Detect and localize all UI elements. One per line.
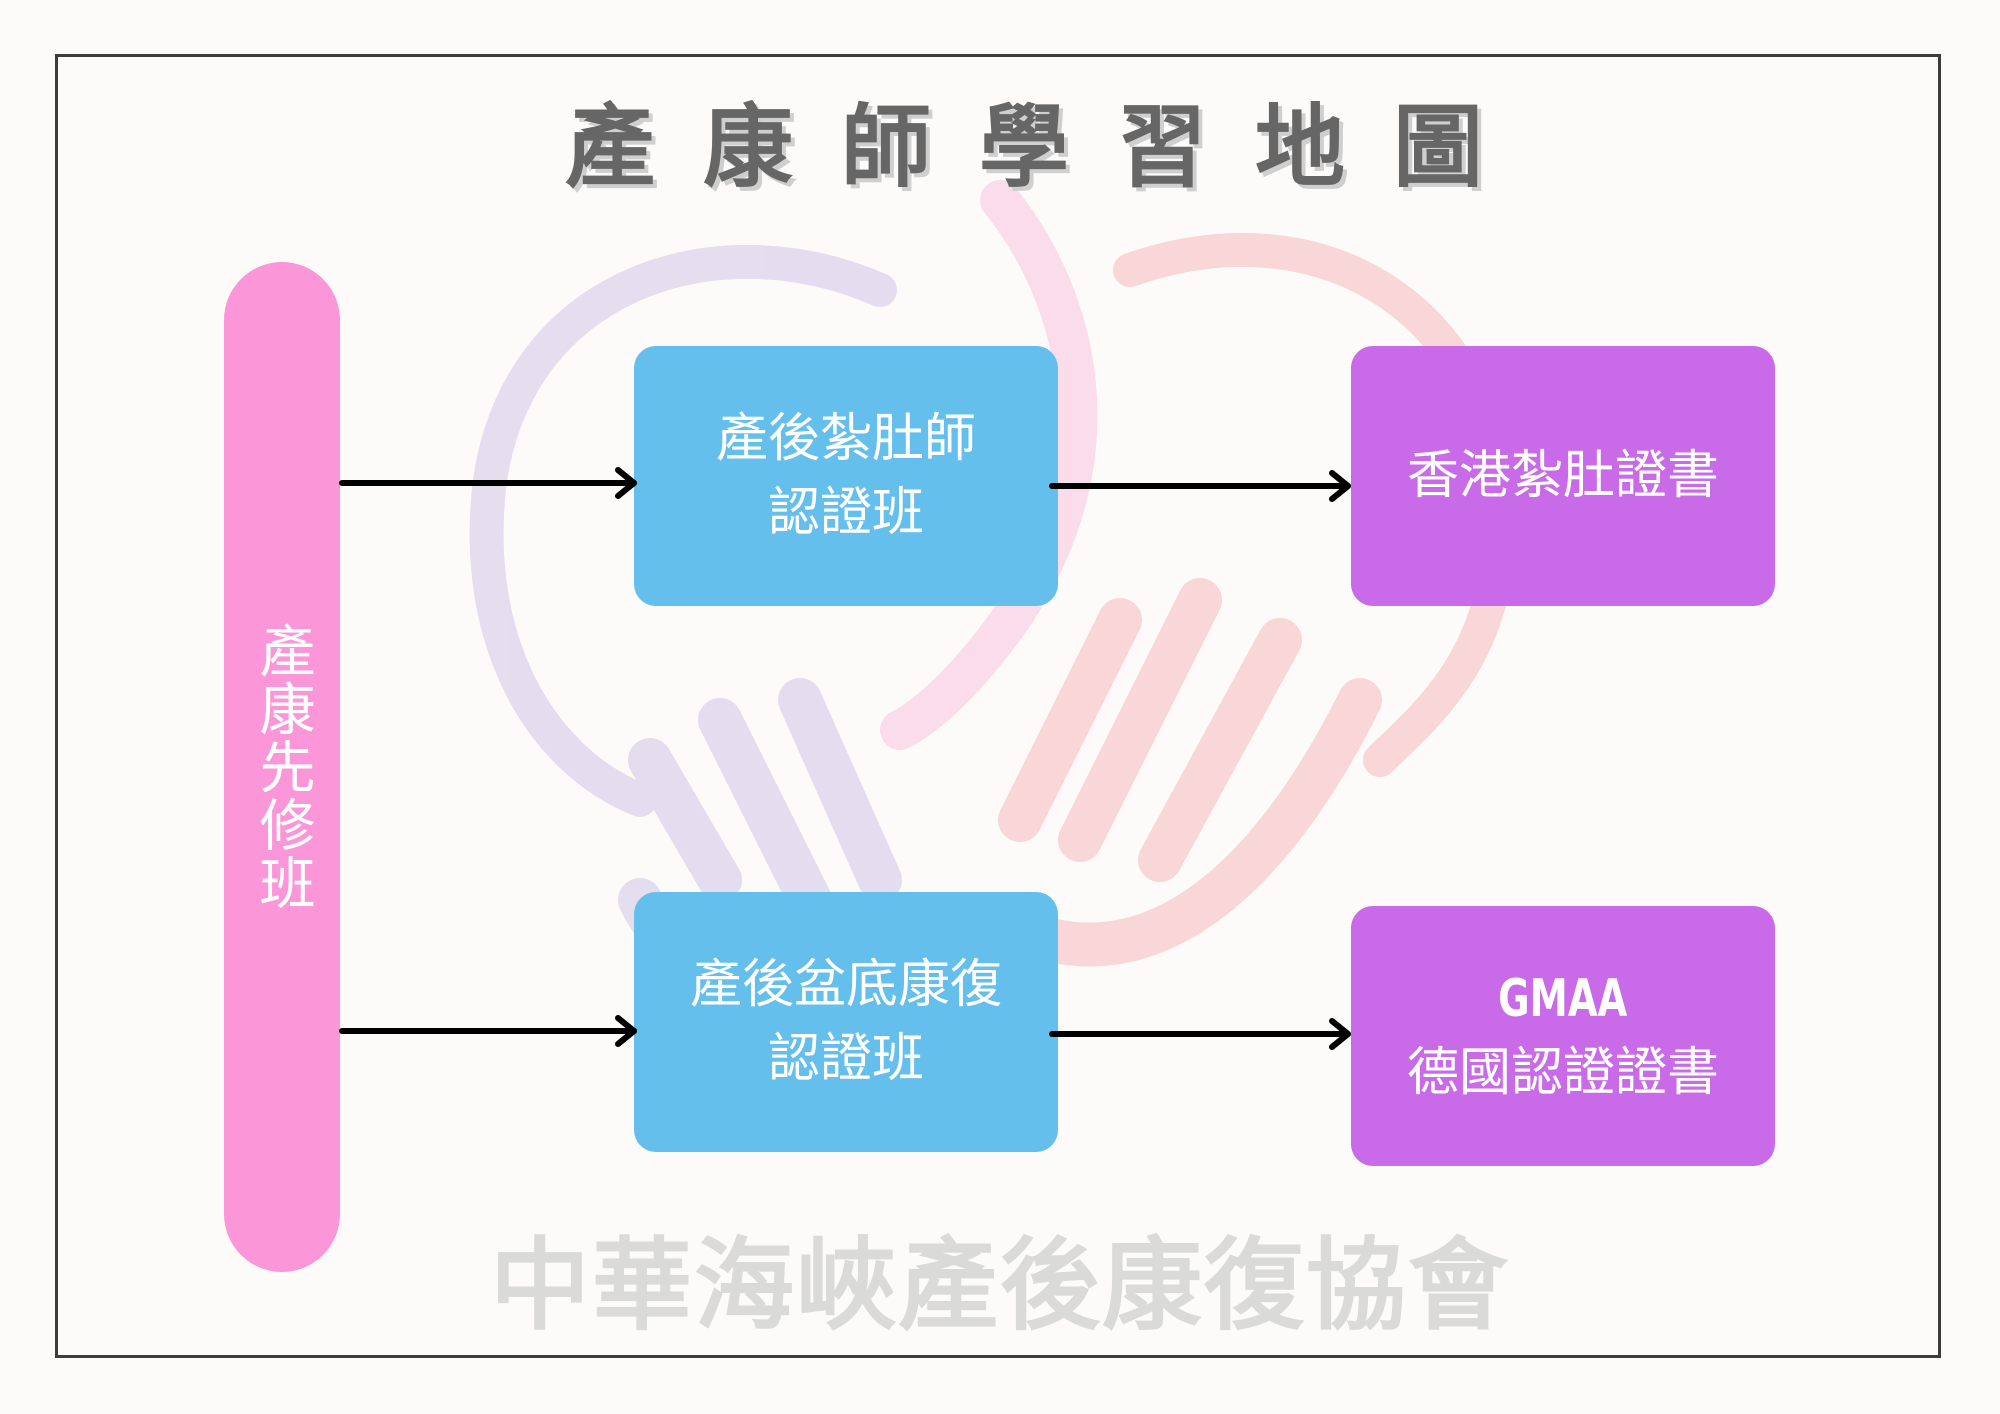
- course-label-line: 認證班: [767, 1029, 924, 1089]
- certificate-label-line: GMAA: [1498, 969, 1628, 1029]
- organization-watermark: 中華海峽產後康復協會: [490, 1226, 1510, 1344]
- course-label-line: 產後盆底康復: [689, 955, 1002, 1015]
- arrow-pill-to-pelvic-course: [339, 1015, 637, 1047]
- page-border: [55, 54, 1941, 1358]
- course-box-binding: 產後紮肚師 認證班: [634, 346, 1058, 606]
- course-label-line: 產後紮肚師: [715, 409, 976, 469]
- certificate-box-hk-binding: 香港紮肚證書: [1351, 346, 1775, 606]
- arrow-pill-to-binding-course: [339, 467, 637, 499]
- course-label-line: 認證班: [767, 483, 924, 543]
- arrow-pelvic-course-to-certificate: [1049, 1018, 1351, 1050]
- arrow-binding-course-to-certificate: [1049, 470, 1351, 502]
- course-box-pelvic-floor: 產後盆底康復 認證班: [634, 892, 1058, 1152]
- certificate-box-gmaa: GMAA 德國認證證書: [1351, 906, 1775, 1166]
- page-title: 產康師學習地圖: [565, 95, 1531, 200]
- prerequisite-course-label: 產康先修班: [250, 622, 315, 912]
- certificate-label-line: 香港紮肚證書: [1406, 446, 1719, 506]
- certificate-label-line: 德國認證證書: [1406, 1043, 1719, 1103]
- prerequisite-course-box: 產康先修班: [224, 262, 340, 1272]
